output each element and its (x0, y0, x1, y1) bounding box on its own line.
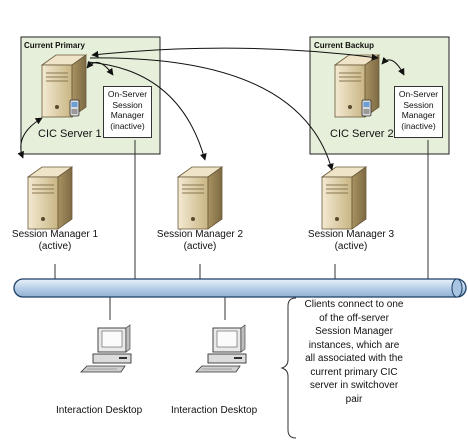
cic-server-1-label: CIC Server 1 (38, 128, 102, 140)
session-manager-3-server-icon (321, 166, 367, 230)
on-server-session-manager-backup: On-Server Session Manager (inactive) (394, 86, 443, 138)
session-manager-status: (active) (38, 241, 72, 252)
desktop-pc-1-icon (80, 324, 132, 373)
arrow-cic1-to-osm (86, 60, 114, 76)
session-manager-name: Session Manager 2 (156, 229, 244, 240)
session-manager-name: Session Manager 1 (11, 229, 99, 240)
session-manager-1-server-icon (27, 166, 73, 230)
arrow-cic1-to-cic2 (91, 47, 379, 61)
desktop-pc-2-icon (195, 324, 247, 373)
network-drops (54, 140, 429, 320)
osm-line: (inactive) (110, 120, 145, 131)
on-server-session-manager-primary: On-Server Session Manager (inactive) (103, 86, 152, 138)
cic-server-2-label: CIC Server 2 (330, 128, 394, 140)
clients-note: Clients connect to one of the off-server… (304, 299, 404, 405)
cic-server-2-icon (334, 54, 380, 118)
phone-icon (69, 99, 80, 117)
session-manager-status: (active) (334, 241, 368, 252)
cic-server-1-icon (41, 54, 87, 118)
osm-line: Session (112, 99, 143, 110)
osm-line: Session (403, 99, 434, 110)
desktop-2-label: Interaction Desktop (171, 405, 258, 416)
desktop-1-label: Interaction Desktop (56, 405, 143, 416)
osm-line: On-Server (107, 89, 148, 99)
primary-group-label: Current Primary (24, 41, 85, 50)
osm-line: (inactive) (401, 120, 436, 131)
session-manager-2-server-icon (177, 166, 223, 230)
osm-line: Manager (401, 110, 436, 120)
backup-group-label: Current Backup (314, 41, 375, 50)
arrow-cic1-to-sm2 (87, 61, 207, 161)
phone-icon (361, 99, 372, 117)
note-brace (280, 297, 297, 439)
arrow-cic2-to-osm (381, 56, 405, 76)
session-manager-status: (active) (183, 241, 217, 252)
session-manager-1-label: Session Manager 1 (active) (5, 229, 105, 253)
session-manager-2-label: Session Manager 2 (active) (150, 229, 250, 253)
network-bus (13, 278, 467, 298)
osm-line: Manager (110, 110, 145, 120)
session-manager-3-label: Session Manager 3 (active) (301, 229, 401, 253)
osm-line: On-Server (398, 89, 439, 99)
session-manager-name: Session Manager 3 (307, 229, 395, 240)
arrow-cic1-to-sm1 (17, 117, 43, 159)
